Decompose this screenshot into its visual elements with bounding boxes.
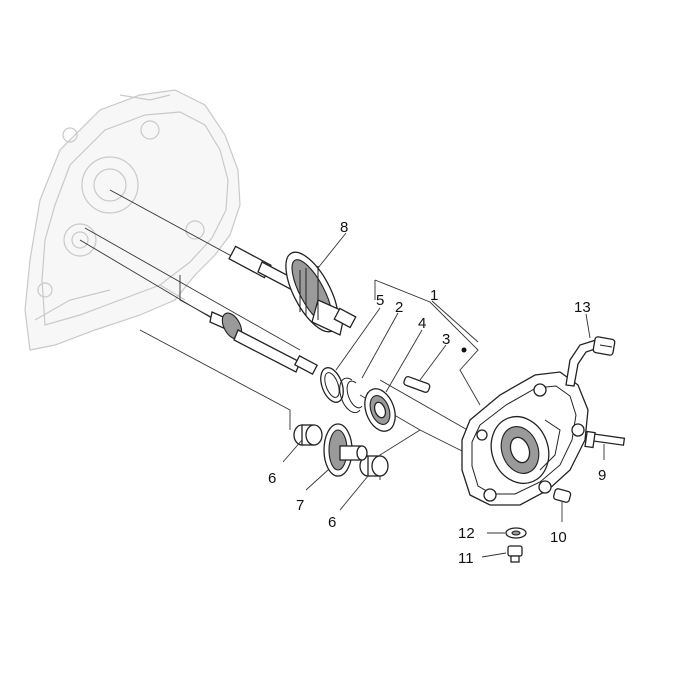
intermediate-gear-part-7 (323, 423, 368, 477)
ring-part-5 (320, 367, 344, 403)
callout-2: 2 (395, 299, 403, 316)
callout-11: 11 (458, 550, 474, 567)
callout-5: 5 (376, 292, 384, 309)
bearing-part-4 (364, 388, 396, 432)
bushing-part-6-left (293, 424, 323, 446)
gearbox-cover-part (461, 371, 589, 506)
callout-4: 4 (418, 315, 426, 332)
callout-1: 1 (430, 287, 438, 304)
crankcase-ghost-outline (24, 89, 241, 351)
input-shaft-part (209, 311, 319, 375)
callout-12: 12 (458, 525, 475, 542)
drain-plug-part-11 (507, 545, 523, 563)
bolt-part-9 (584, 430, 626, 449)
callout-6-right: 6 (328, 514, 336, 531)
callout-9: 9 (598, 467, 606, 484)
callout-13: 13 (574, 299, 591, 316)
callout-labels: 8 1 5 2 4 3 13 6 7 6 9 10 12 11 (268, 219, 606, 567)
washer-part-12 (505, 527, 527, 539)
reference-dot (461, 347, 467, 353)
callout-3: 3 (442, 331, 450, 348)
callout-8: 8 (340, 219, 348, 236)
dowel-part-10 (553, 488, 572, 503)
output-shaft-gear-part (228, 245, 357, 336)
callout-leader-lines (282, 232, 605, 558)
callout-7: 7 (296, 497, 304, 514)
dowel-pin-part-3 (403, 375, 431, 393)
callout-10: 10 (550, 529, 567, 546)
callout-6-left: 6 (268, 470, 276, 487)
snap-ring-part-2 (339, 377, 363, 414)
breather-hose-part-13 (565, 336, 616, 387)
bushing-part-6-right (359, 455, 389, 477)
